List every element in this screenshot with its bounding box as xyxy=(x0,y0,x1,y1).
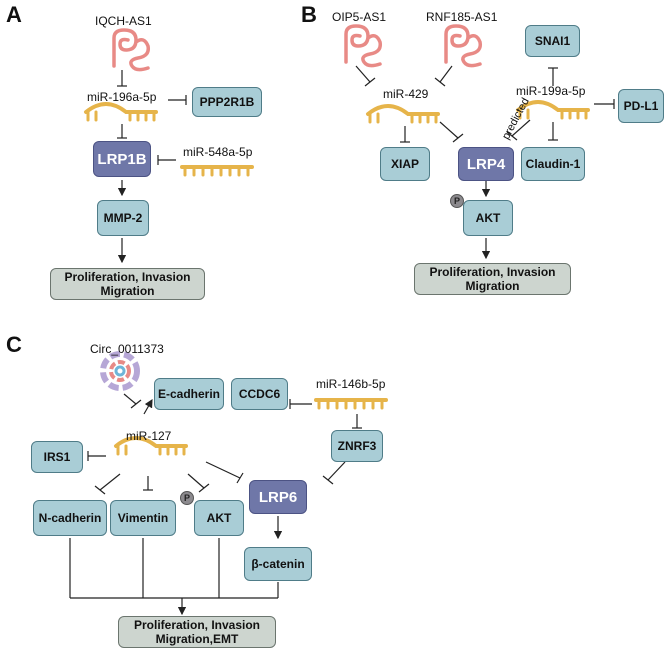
convergence-lines xyxy=(69,538,279,599)
mirna-label-199a: miR-199a-5p xyxy=(516,84,586,98)
node-akt-b: AKT xyxy=(463,200,513,236)
node-mmp2: MMP-2 xyxy=(97,200,149,236)
inhibit-bar xyxy=(94,485,106,495)
inhibit-line xyxy=(439,65,453,83)
inhibit-bar xyxy=(452,133,464,143)
panel-label-c: C xyxy=(6,332,22,357)
circrna-label: Circ_0011373 xyxy=(90,342,164,356)
outcome-line-1: Proliferation, Invasion xyxy=(133,618,261,632)
node-lrp4: LRP4 xyxy=(458,147,514,181)
mirna-label-196a: miR-196a-5p xyxy=(87,90,157,104)
activate-arrow xyxy=(143,398,153,415)
outcome-line-2: Migration,EMT xyxy=(155,632,239,646)
inhibit-bar xyxy=(364,77,376,87)
lncrna-glyph-iqch xyxy=(112,28,151,72)
lncrna-label-oip5-as1: OIP5-AS1 xyxy=(332,10,387,24)
inhibit-bar xyxy=(198,483,210,493)
node-akt-c: AKT xyxy=(194,500,244,536)
node-znrf3: ZNRF3 xyxy=(331,430,383,462)
node-lrp6: LRP6 xyxy=(249,480,307,514)
node-snai1: SNAI1 xyxy=(525,25,580,57)
node-lrp1b: LRP1B xyxy=(93,141,151,177)
outcome-line-2: Migration xyxy=(465,279,520,293)
lncrna-glyph-oip5 xyxy=(344,24,383,68)
node-ppp2r1b: PPP2R1B xyxy=(192,87,262,117)
node-beta-catenin: β-catenin xyxy=(244,547,312,581)
outcome-box-a: Proliferation, Invasion Migration xyxy=(50,268,205,300)
phospho-marker-b: P xyxy=(450,194,464,208)
lncrna-label-rnf185-as1: RNF185-AS1 xyxy=(426,10,498,24)
outcome-box-b: Proliferation, Invasion Migration xyxy=(414,263,571,295)
mirna-label-127: miR-127 xyxy=(126,429,172,443)
inhibit-line xyxy=(99,473,121,491)
node-claudin-1: Claudin-1 xyxy=(521,147,585,181)
mirna-label-429: miR-429 xyxy=(383,87,429,101)
lncrna-label-iqch-as1: IQCH-AS1 xyxy=(95,14,152,28)
inhibit-line xyxy=(205,461,241,479)
node-pd-l1: PD-L1 xyxy=(618,89,664,123)
inhibit-bar xyxy=(434,77,446,87)
mirna-label-548a: miR-548a-5p xyxy=(183,145,253,159)
mirna-label-146b: miR-146b-5p xyxy=(316,377,386,391)
circrna-glyph xyxy=(100,351,140,391)
inhibit-line xyxy=(511,119,531,137)
inhibit-line xyxy=(327,461,346,481)
outcome-line-1: Proliferation, Invasion xyxy=(64,270,191,284)
mirna-glyph-196a xyxy=(84,102,158,122)
node-irs1: IRS1 xyxy=(31,441,83,473)
outcome-line-2: Migration xyxy=(100,284,155,298)
inhibit-bar xyxy=(506,131,518,141)
inhibit-bar xyxy=(130,399,142,409)
inhibit-bar xyxy=(322,475,334,485)
panel-label-a: A xyxy=(6,2,22,27)
node-e-cadherin: E-cadherin xyxy=(154,378,224,410)
inhibit-line xyxy=(123,393,137,405)
inhibit-line xyxy=(187,473,205,489)
lncrna-glyph-rnf185 xyxy=(444,24,483,68)
mirna-glyph-146b xyxy=(314,398,388,410)
outcome-line-1: Proliferation, Invasion xyxy=(429,265,556,279)
inhibit-bar xyxy=(236,472,244,484)
phospho-marker-c: P xyxy=(180,491,194,505)
node-vimentin: Vimentin xyxy=(110,500,176,536)
mirna-glyph-429 xyxy=(366,104,440,124)
mirna-glyph-548a xyxy=(180,165,254,177)
inhibit-line xyxy=(439,121,459,139)
node-n-cadherin: N-cadherin xyxy=(33,500,107,536)
inhibit-line xyxy=(355,65,371,83)
node-xiap: XIAP xyxy=(380,147,430,181)
outcome-box-c: Proliferation, Invasion Migration,EMT xyxy=(118,616,276,648)
panel-label-b: B xyxy=(301,2,317,27)
node-ccdc6: CCDC6 xyxy=(231,378,288,410)
